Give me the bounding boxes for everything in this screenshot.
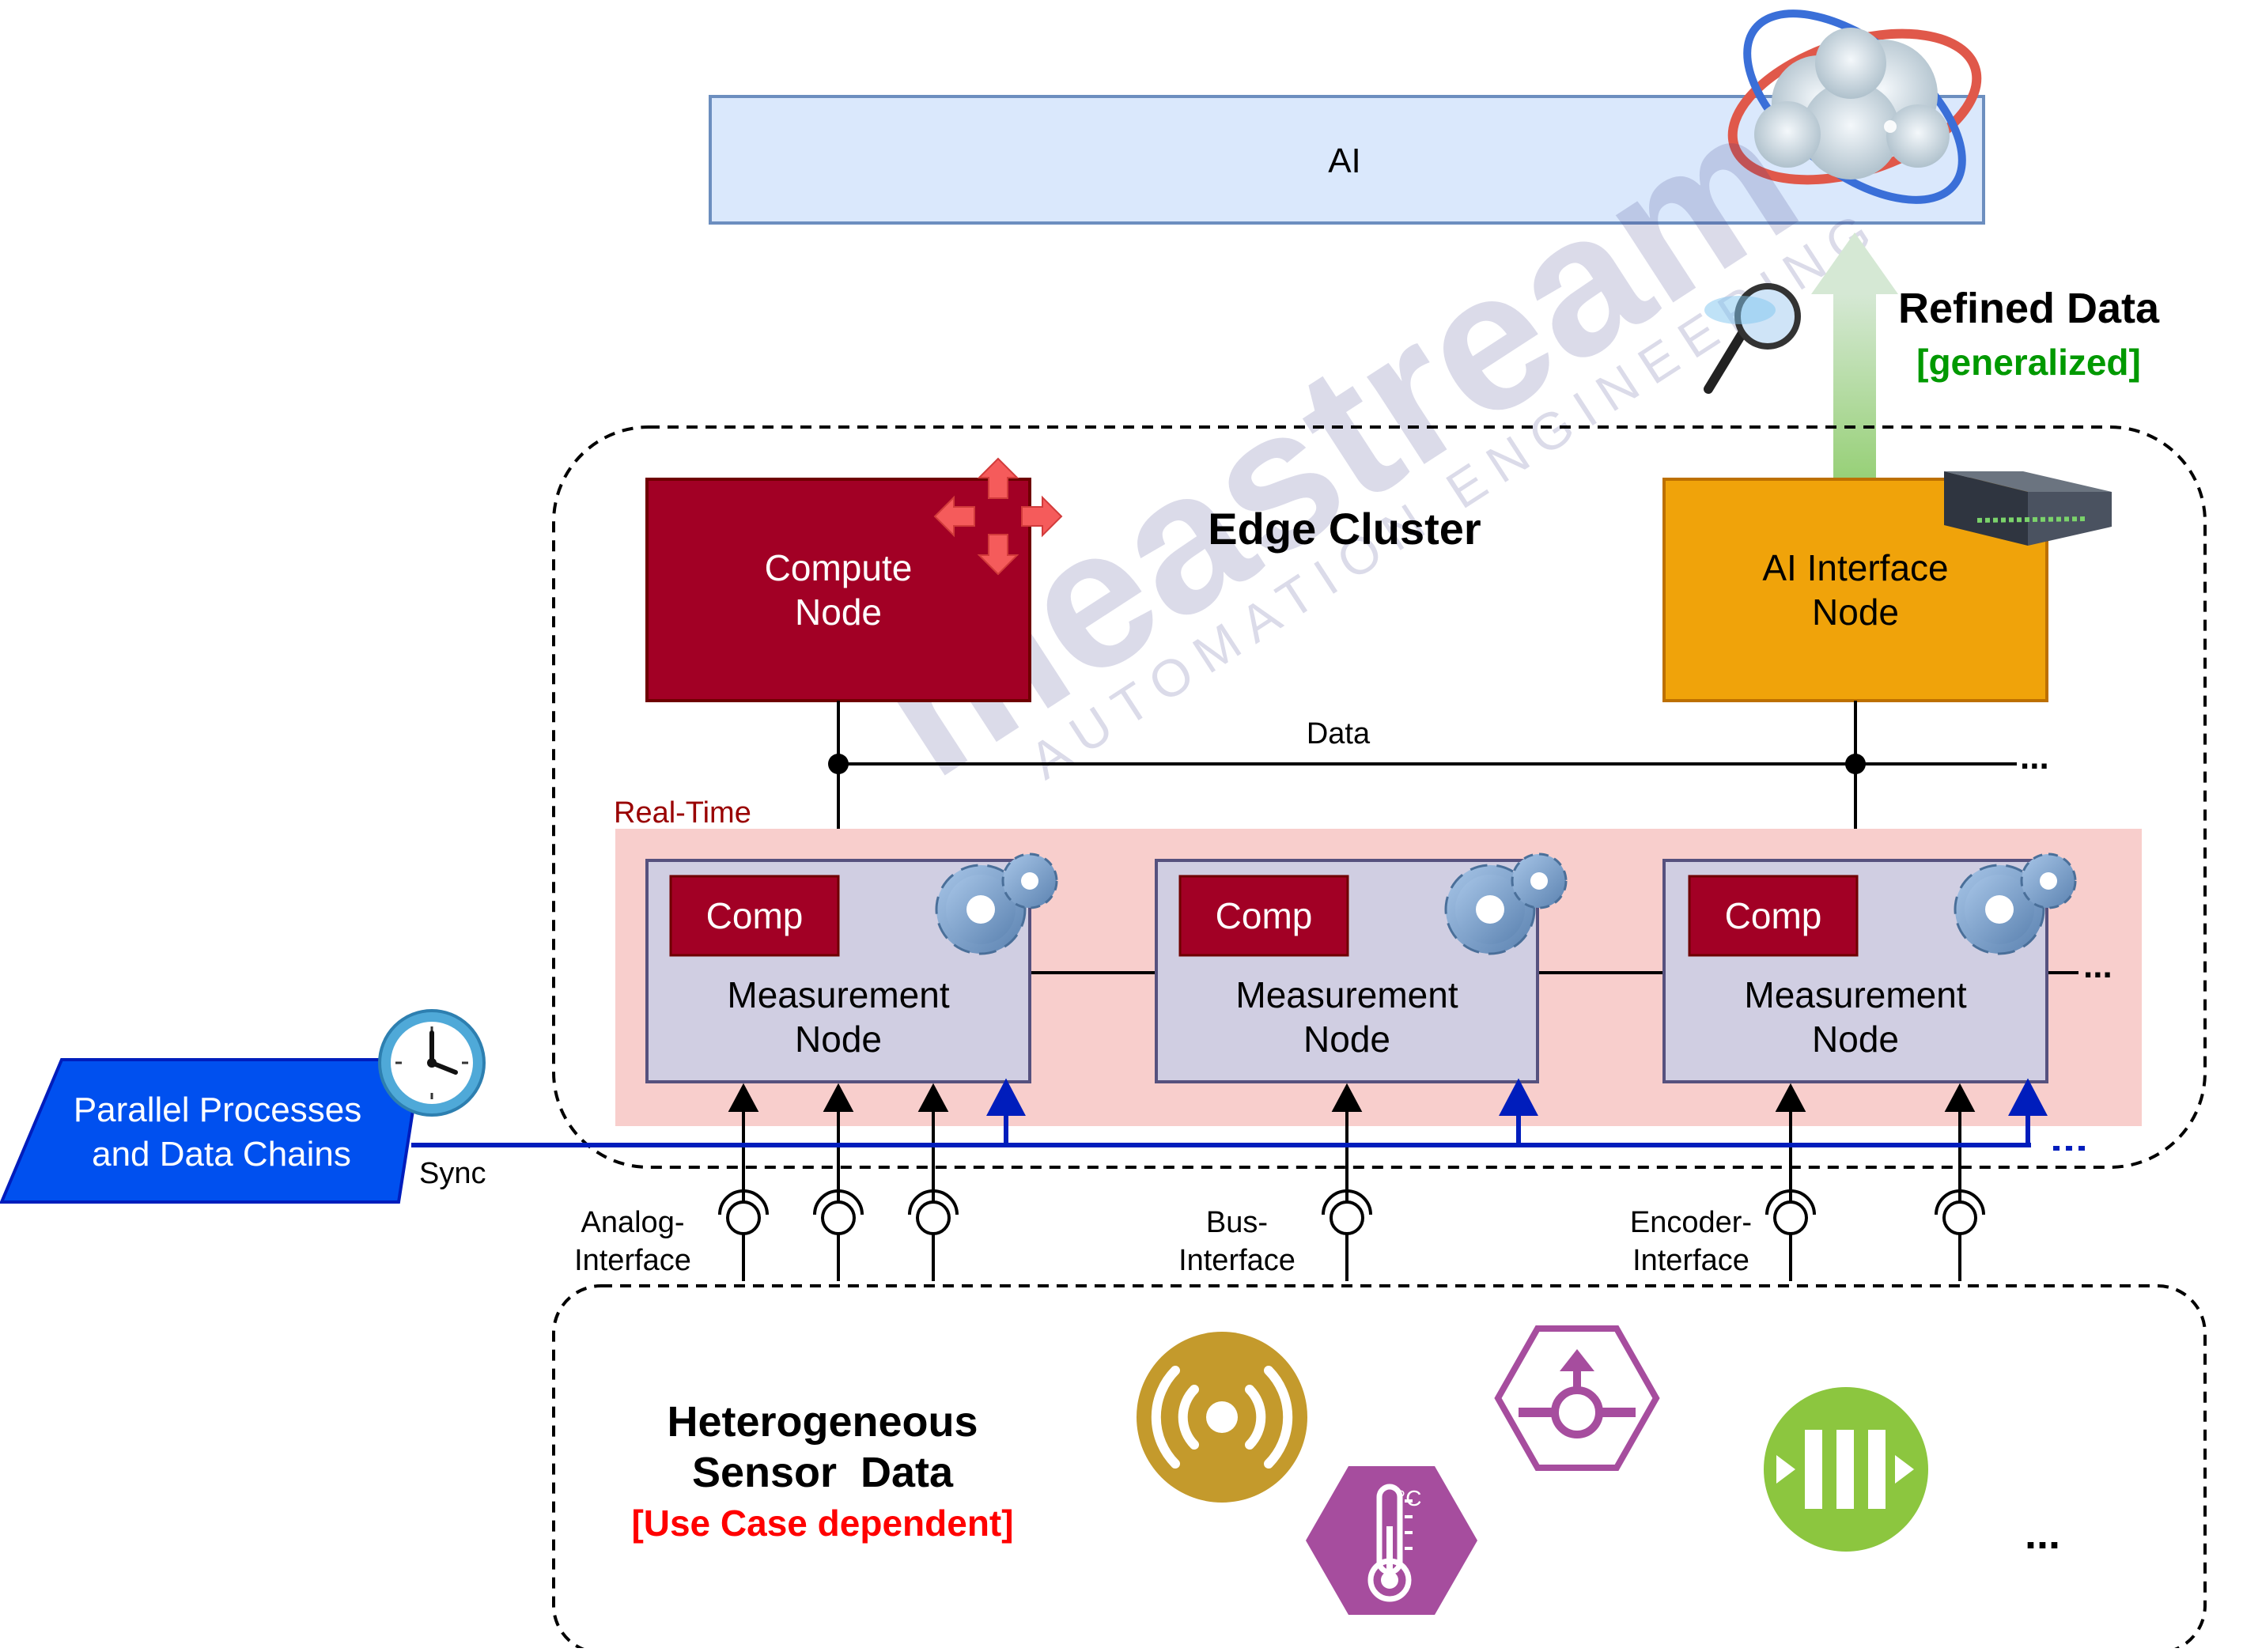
ai-cloud-icon xyxy=(1727,9,1982,204)
wireless-sensor-icon xyxy=(1137,1332,1307,1503)
encoder-sensor-icon xyxy=(1764,1387,1928,1552)
parallel-line1: Parallel Processes xyxy=(74,1091,361,1129)
compute-arrows-icon xyxy=(933,457,1063,576)
measurement-node-line2: Node xyxy=(795,1019,882,1060)
comp-label: Comp xyxy=(1725,895,1822,936)
flow-sensor-icon xyxy=(1494,1325,1660,1471)
compute-node-line2: Node xyxy=(795,592,882,633)
sensor-data-line1: Heterogeneous xyxy=(667,1398,978,1446)
gears-icon xyxy=(1954,852,2077,955)
magnifier-icon xyxy=(1704,283,1801,394)
comp-box xyxy=(1178,875,1349,957)
ai-interface-node-line1: AI Interface xyxy=(1762,547,1948,588)
measurement-node: Comp Measurement Node xyxy=(645,852,1058,1083)
sync-label: Sync xyxy=(419,1157,486,1190)
sensor-data-line3: [Use Case dependent] xyxy=(631,1503,1013,1544)
data-bus-label: Data xyxy=(1307,717,1371,750)
sync-line xyxy=(411,1078,2088,1151)
network-switch-icon xyxy=(1944,471,2112,546)
measurement-node: Comp Measurement Node xyxy=(1662,852,2077,1083)
bus-interface-line2: Interface xyxy=(1178,1244,1295,1277)
encoder-interface-line1: Encoder- xyxy=(1630,1206,1752,1239)
measurement-node-line1: Measurement xyxy=(1235,974,1458,1015)
parallel-processes-block: Parallel Processes and Data Chains xyxy=(0,1058,423,1204)
temperature-sensor-icon: °C xyxy=(1306,1466,1477,1615)
edge-cluster-title: Edge Cluster xyxy=(1208,504,1481,554)
gears-icon xyxy=(1444,852,1568,955)
measurement-node: Comp Measurement Node xyxy=(1155,852,1568,1083)
analog-interface-line2: Interface xyxy=(574,1244,691,1277)
measurement-node-line1: Measurement xyxy=(727,974,949,1015)
refined-data-title: Refined Data xyxy=(1898,285,2160,332)
data-bus-continuation: ... xyxy=(2020,738,2049,777)
sensor-data-line2: Sensor Data xyxy=(692,1449,954,1496)
refined-data-arrow xyxy=(1811,232,1898,479)
comp-label: Comp xyxy=(1216,895,1313,936)
measurement-node-line2: Node xyxy=(1303,1019,1390,1060)
comp-box xyxy=(669,875,840,957)
ai-layer: AI xyxy=(709,9,1985,225)
realtime-label: Real-Time xyxy=(614,796,751,830)
thermo-unit: °C xyxy=(1397,1486,1421,1510)
ai-label: AI xyxy=(1328,142,1361,180)
sensor-data-continuation: ... xyxy=(2025,1510,2060,1558)
realtime-continuation: ... xyxy=(2083,947,2113,985)
bus-interface-line1: Bus- xyxy=(1206,1206,1268,1239)
measurement-node-line2: Node xyxy=(1812,1019,1899,1060)
analog-interface-line1: Analog- xyxy=(581,1206,685,1239)
refined-data-subtitle: [generalized] xyxy=(1916,342,2141,383)
interface-sockets xyxy=(718,1189,1985,1235)
edge-cluster-boundary xyxy=(552,425,2207,1169)
parallel-line2: and Data Chains xyxy=(92,1135,351,1174)
encoder-interface-line2: Interface xyxy=(1632,1244,1749,1277)
comp-box xyxy=(1688,875,1859,957)
comp-label: Comp xyxy=(706,895,804,936)
clock-icon xyxy=(378,1009,486,1117)
sensor-data-boundary xyxy=(552,1284,2207,1652)
compute-node-line1: Compute xyxy=(765,547,913,588)
ai-interface-node-line2: Node xyxy=(1812,592,1899,633)
gears-icon xyxy=(935,852,1058,955)
measurement-node-line1: Measurement xyxy=(1744,974,1966,1015)
